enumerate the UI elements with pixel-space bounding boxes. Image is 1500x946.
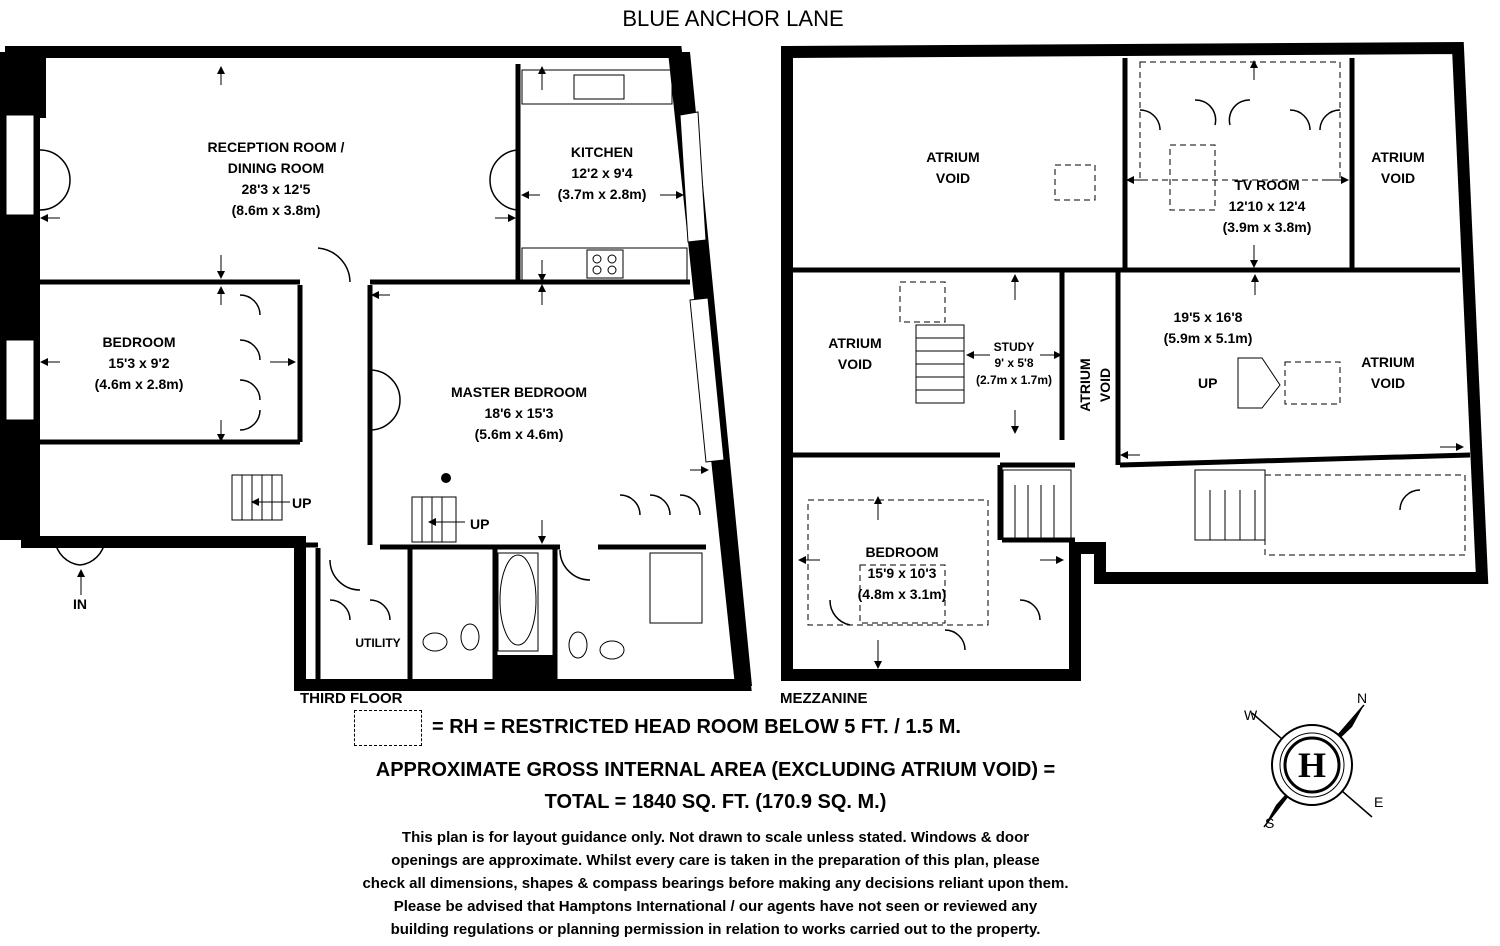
master-metric: (5.6m x 4.6m) [475,426,564,442]
atrium-void-3-line2: VOID [838,356,872,372]
mezzanine-plan: ATRIUM VOID ATRIUM VOID TV ROOM 12'10 x … [781,41,1489,681]
compass-e: E [1374,794,1383,810]
tv-room-name: TV ROOM [1234,177,1299,193]
atrium-void-4-line1: ATRIUM [1077,358,1093,411]
bedroom-mezz-name: BEDROOM [865,544,938,560]
atrium-void-1-line2: VOID [936,170,970,186]
mezzanine-outer-wall [781,41,1489,681]
tv-room-imperial: 12'10 x 12'4 [1229,198,1306,214]
gross-area-line2: TOTAL = 1840 SQ. FT. (170.9 SQ. M.) [544,791,887,813]
basin-icon [422,632,448,652]
bedroom-third-imperial: 15'3 x 9'2 [108,355,169,371]
reception-imperial: 28'3 x 12'5 [242,181,311,197]
third-floor-label: THIRD FLOOR [300,690,403,707]
kitchen-imperial: 12'2 x 9'4 [571,165,632,181]
study-metric: (2.7m x 1.7m) [976,373,1052,387]
tv-room-metric: (3.9m x 3.8m) [1223,219,1312,235]
gallery-metric: (5.9m x 5.1m) [1164,330,1253,346]
hob-icon [586,249,624,279]
kitchen-counter-top [521,69,673,105]
sink-icon [573,74,625,100]
up-label-2: UP [470,516,489,532]
gross-area-line1: APPROXIMATE GROSS INTERNAL AREA (EXCLUDI… [375,759,1056,781]
disclaimer-line-5: building regulations or planning permiss… [390,921,1041,938]
kitchen-name: KITCHEN [571,144,633,160]
atrium-void-2-line1: ATRIUM [1371,149,1424,165]
window-kitchen [679,111,707,243]
stairs-mezzanine [915,324,1281,541]
bedroom-mezz-imperial: 15'9 x 10'3 [868,565,937,581]
window-master [689,297,725,463]
bedroom-mezz-metric: (4.8m x 3.1m) [858,586,947,602]
kitchen-counter-bottom [521,247,688,283]
compass-w: W [1244,707,1258,723]
rh-legend-text: = RH = RESTRICTED HEAD ROOM BELOW 5 FT. … [432,716,961,738]
column-dot [441,473,451,483]
basin-icon-ensuite [599,640,625,660]
master-name: MASTER BEDROOM [451,384,587,400]
bedroom-third-name: BEDROOM [102,334,175,350]
shower-icon [649,552,703,624]
mezzanine-inner-walls [793,58,1471,543]
door-swings [39,149,701,621]
wc-icon [460,623,480,651]
reception-name-1: RECEPTION ROOM / [208,139,345,155]
mezzanine-door-swings [829,99,1421,651]
in-label: IN [73,596,87,612]
compass-rose: H N E S W [1244,690,1383,831]
study-imperial: 9' x 5'8 [994,356,1033,370]
window-left-bedroom [5,339,35,421]
mezzanine-dimension-arrows [798,60,1464,669]
atrium-void-5-line2: VOID [1371,375,1405,391]
atrium-void-3-line1: ATRIUM [828,335,881,351]
disclaimer-line-4: Please be advised that Hamptons Internat… [393,898,1038,915]
master-imperial: 18'6 x 15'3 [485,405,554,421]
compass-s: S [1265,815,1274,831]
atrium-void-1-line1: ATRIUM [926,149,979,165]
bath-icon [499,554,537,646]
up-label-3: UP [1198,375,1217,391]
atrium-void-5-line1: ATRIUM [1361,354,1414,370]
atrium-void-2-line2: VOID [1381,170,1415,186]
rh-legend-swatch [354,710,422,746]
disclaimer-line-1: This plan is for layout guidance only. N… [401,829,1030,846]
atrium-void-4-line2: VOID [1097,368,1113,402]
bedroom-third-metric: (4.6m x 2.8m) [95,376,184,392]
kitchen-metric: (3.7m x 2.8m) [558,186,647,202]
reception-metric: (8.6m x 3.8m) [232,202,321,218]
utility-name: UTILITY [355,636,400,650]
third-floor-plan: RECEPTION ROOM / DINING ROOM 28'3 x 12'5… [0,46,752,691]
mezzanine-label: MEZZANINE [780,690,868,707]
reception-name-2: DINING ROOM [228,160,324,176]
gallery-imperial: 19'5 x 16'8 [1174,309,1243,325]
disclaimer-line-3: check all dimensions, shapes & compass b… [362,875,1069,892]
study-name: STUDY [994,340,1035,354]
dimension-arrows [40,66,709,595]
wc-icon-ensuite [568,631,588,659]
stairs-third [231,474,457,543]
restricted-head-room-areas [807,61,1466,626]
compass-n: N [1357,690,1367,706]
up-label-1: UP [292,495,311,511]
compass-logo: H [1298,745,1326,785]
disclaimer-line-2: openings are approximate. Whilst every c… [391,852,1040,869]
window-left [5,114,35,216]
plan-title: BLUE ANCHOR LANE [622,6,844,31]
